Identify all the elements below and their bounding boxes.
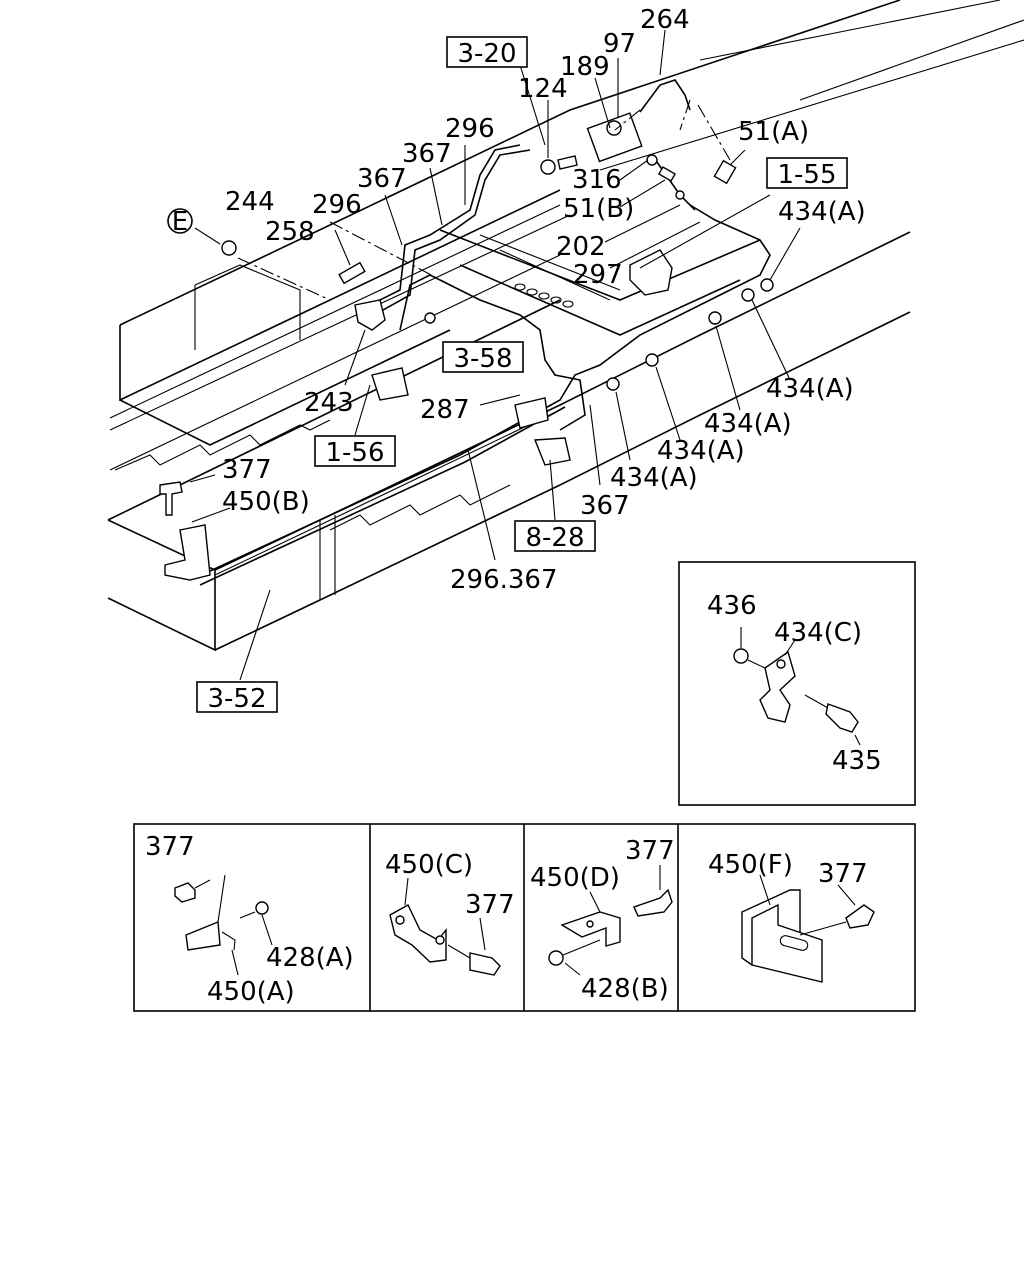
label-258: 258	[265, 217, 315, 247]
label-367-lower: 367	[580, 491, 630, 521]
label-434a-top: 434(A)	[778, 197, 866, 227]
ref-box-3-52: 3-52	[207, 684, 266, 714]
label-51a: 51(A)	[738, 117, 809, 147]
panel-bracket-450d: 377 450(D) 428(B)	[530, 836, 675, 1004]
p3-label-377: 377	[625, 836, 675, 866]
panel-bracket-450f: 450(F) 377	[708, 850, 875, 983]
label-434a-2: 434(A)	[766, 374, 854, 404]
label-264: 264	[640, 5, 690, 35]
p1-label-377: 377	[145, 832, 195, 862]
p4-label-450f: 450(F)	[708, 850, 793, 880]
label-316: 316	[572, 165, 622, 195]
ref-box-1-55: 1-55	[777, 160, 836, 190]
panel-bracket-450a: 377 428(A) 450(A)	[145, 832, 354, 1007]
p3-label-450d: 450(D)	[530, 863, 620, 893]
label-367-mid: 367	[357, 164, 407, 194]
label-189: 189	[560, 52, 610, 82]
panel-bracket-450c: 450(C) 377	[385, 850, 515, 976]
label-97: 97	[603, 29, 636, 59]
p3-label-428b: 428(B)	[581, 974, 669, 1004]
label-244: 244	[225, 187, 275, 217]
label-436: 436	[707, 591, 757, 621]
label-51b: 51(B)	[563, 194, 634, 224]
p2-label-450c: 450(C)	[385, 850, 473, 880]
p1-label-428a: 428(A)	[266, 943, 354, 973]
ref-box-3-58: 3-58	[453, 344, 512, 374]
label-450b: 450(B)	[222, 487, 310, 517]
label-296-367: 296.367	[450, 565, 558, 595]
frame-assembly-drawing: E	[107, 0, 1024, 714]
bracket-panels: 377 428(A) 450(A) 450(C) 377 377	[133, 823, 916, 1012]
circle-marker-letter: E	[172, 207, 188, 237]
label-296-mid: 296	[312, 190, 362, 220]
ref-box-8-28: 8-28	[525, 523, 584, 553]
label-434c: 434(C)	[774, 618, 862, 648]
label-434a-4: 434(A)	[657, 436, 745, 466]
ref-box-1-56: 1-56	[325, 438, 384, 468]
label-287: 287	[420, 395, 470, 425]
p1-label-450a: 450(A)	[207, 977, 295, 1007]
label-243: 243	[304, 388, 354, 418]
label-124: 124	[518, 74, 568, 104]
label-297: 297	[573, 260, 623, 290]
reference-circle-icon	[167, 208, 193, 234]
label-435: 435	[832, 746, 882, 776]
detail-inset-clip: 436 434(C) 435	[678, 561, 916, 806]
label-377-main: 377	[222, 455, 272, 485]
label-434a-3: 434(A)	[704, 409, 792, 439]
label-434a-5: 434(A)	[610, 463, 698, 493]
label-367-upper: 367	[402, 139, 452, 169]
label-202: 202	[556, 232, 606, 262]
ref-box-3-20: 3-20	[457, 39, 516, 69]
p4-label-377: 377	[818, 859, 868, 889]
label-296-upper: 296	[445, 114, 495, 144]
p2-label-377: 377	[465, 890, 515, 920]
